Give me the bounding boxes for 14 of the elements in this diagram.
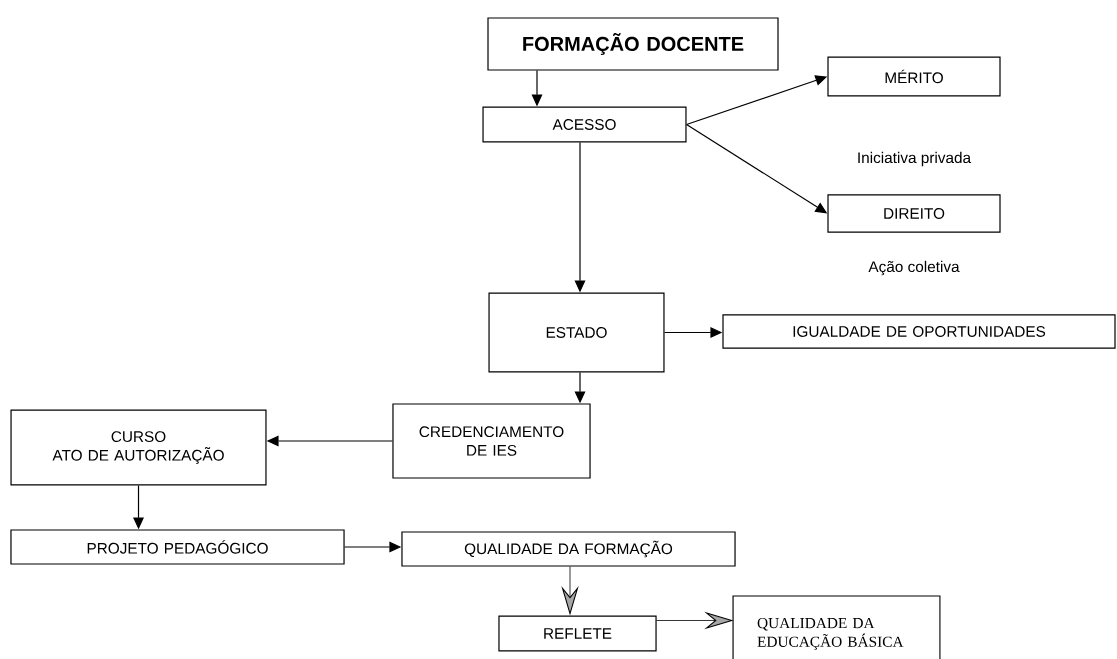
annotation-text: Iniciativa privada xyxy=(858,151,972,167)
annotation-text: Ação coletiva xyxy=(868,260,960,276)
process-box: QUALIDADE DA FORMAÇÃO xyxy=(401,531,736,567)
process-box: PROJETO PEDAGÓGICO xyxy=(10,529,345,565)
process-box: MÉRITO xyxy=(827,56,1001,97)
title-box: FORMAÇÃO DOCENTE xyxy=(487,17,779,71)
process-box: CREDENCIAMENTO DE IES xyxy=(392,403,591,479)
process-box: CURSO ATO DE AUTORIZAÇÃO xyxy=(10,409,267,486)
process-box: ACESSO xyxy=(482,106,687,143)
process-box: REFLETE xyxy=(498,615,657,652)
process-box: IGUALDADE DE OPORTUNIDADES xyxy=(722,314,1116,349)
process-box: DIREITO xyxy=(827,194,1001,233)
process-box: ESTADO xyxy=(488,292,665,373)
process-box: QUALIDADE DA EDUCAÇÃO BÁSICA xyxy=(732,595,941,659)
